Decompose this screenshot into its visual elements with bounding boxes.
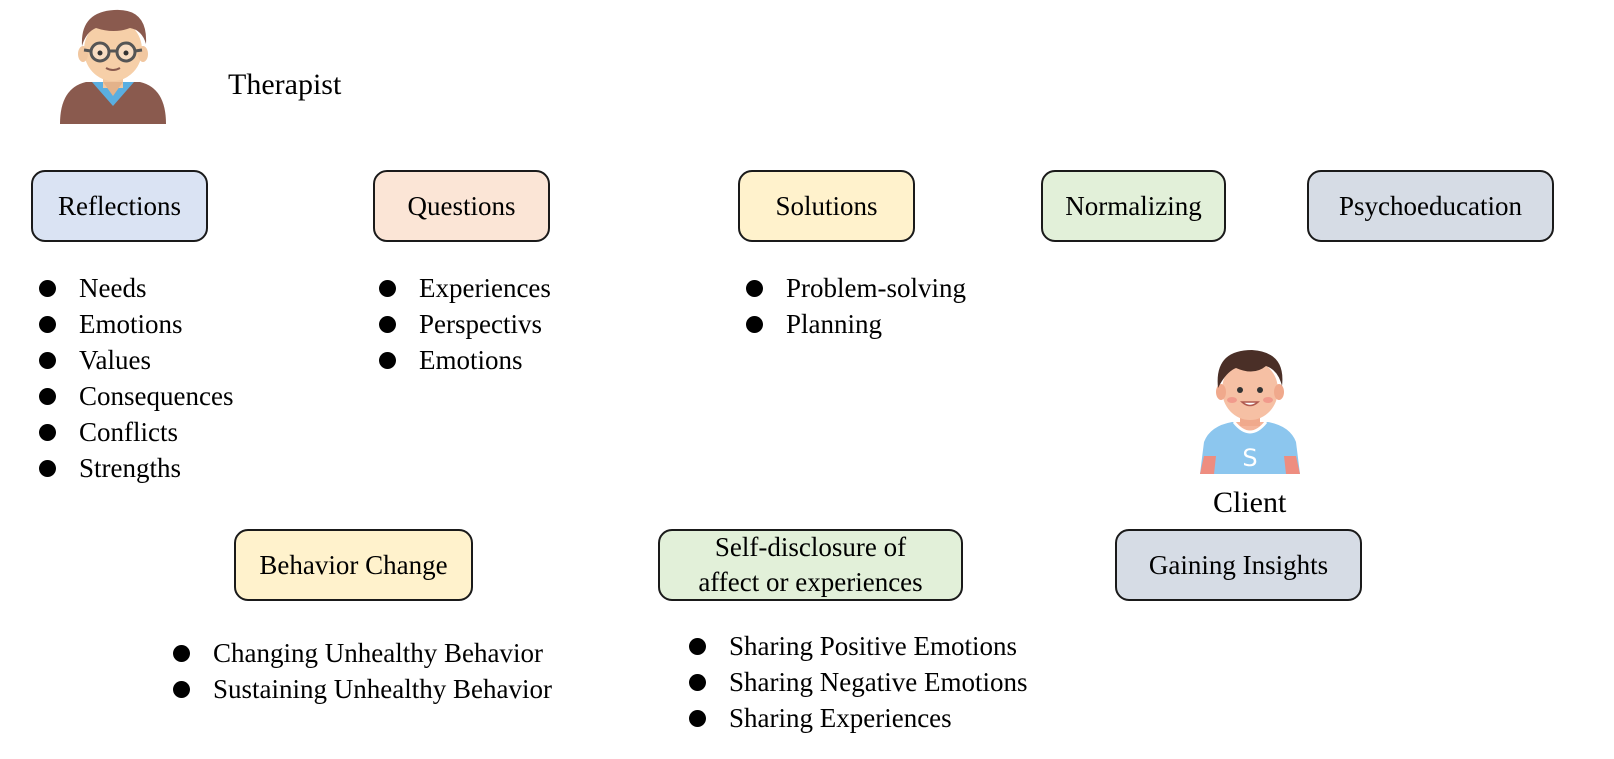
- client-label: Client: [1213, 486, 1287, 519]
- reflections-box: Reflections: [31, 170, 208, 242]
- bullet-icon: [173, 681, 190, 698]
- bullet-icon: [746, 316, 763, 333]
- psychoeducation-box: Psychoeducation: [1307, 170, 1554, 242]
- self-disclosure-box: Self-disclosure of affect or experiences: [658, 529, 963, 601]
- list-item: Perspectivs: [379, 306, 551, 342]
- list-item: Planning: [746, 306, 966, 342]
- solutions-list: Problem-solving Planning: [746, 270, 966, 342]
- bullet-icon: [689, 674, 706, 691]
- normalizing-box: Normalizing: [1041, 170, 1226, 242]
- list-item: Needs: [39, 270, 233, 306]
- bullet-icon: [746, 280, 763, 297]
- bullet-icon: [379, 280, 396, 297]
- list-item: Strengths: [39, 450, 233, 486]
- bullet-icon: [689, 710, 706, 727]
- self-disclosure-list: Sharing Positive Emotions Sharing Negati…: [689, 628, 1027, 736]
- list-item: Consequences: [39, 378, 233, 414]
- bullet-icon: [173, 645, 190, 662]
- bullet-icon: [39, 280, 56, 297]
- gaining-insights-box: Gaining Insights: [1115, 529, 1362, 601]
- reflections-list: Needs Emotions Values Consequences Confl…: [39, 270, 233, 486]
- list-item: Changing Unhealthy Behavior: [173, 635, 552, 671]
- list-item: Conflicts: [39, 414, 233, 450]
- list-item: Emotions: [379, 342, 551, 378]
- behavior-change-label: Behavior Change: [259, 549, 448, 580]
- list-item: Sharing Experiences: [689, 700, 1027, 736]
- list-item: Sustaining Unhealthy Behavior: [173, 671, 552, 707]
- self-disclosure-label-line-2: affect or experiences: [698, 567, 923, 597]
- gaining-insights-label: Gaining Insights: [1148, 549, 1329, 580]
- bullet-icon: [689, 638, 706, 655]
- bullet-icon: [39, 388, 56, 405]
- list-item: Problem-solving: [746, 270, 966, 306]
- svg-text:S: S: [1242, 444, 1257, 472]
- bullet-icon: [39, 316, 56, 333]
- bullet-icon: [379, 316, 396, 333]
- normalizing-label: Normalizing: [1065, 190, 1202, 221]
- behavior-change-list: Changing Unhealthy Behavior Sustaining U…: [173, 635, 552, 707]
- therapist-avatar-icon: [60, 9, 166, 124]
- self-disclosure-label-line-1: Self-disclosure of: [714, 532, 907, 562]
- list-item: Experiences: [379, 270, 551, 306]
- bullet-icon: [379, 352, 396, 369]
- bullet-icon: [39, 352, 56, 369]
- behavior-change-box: Behavior Change: [234, 529, 473, 601]
- bullet-icon: [39, 424, 56, 441]
- list-item: Sharing Positive Emotions: [689, 628, 1027, 664]
- therapist-label: Therapist: [228, 68, 342, 101]
- list-item: Values: [39, 342, 233, 378]
- questions-label: Questions: [407, 190, 516, 221]
- questions-box: Questions: [373, 170, 550, 242]
- bullet-icon: [39, 460, 56, 477]
- solutions-label: Solutions: [775, 190, 878, 221]
- psychoeducation-label: Psychoeducation: [1339, 190, 1522, 221]
- solutions-box: Solutions: [738, 170, 915, 242]
- questions-list: Experiences Perspectivs Emotions: [379, 270, 551, 378]
- reflections-label: Reflections: [58, 190, 181, 221]
- list-item: Emotions: [39, 306, 233, 342]
- list-item: Sharing Negative Emotions: [689, 664, 1027, 700]
- client-avatar-icon: S: [1200, 350, 1300, 474]
